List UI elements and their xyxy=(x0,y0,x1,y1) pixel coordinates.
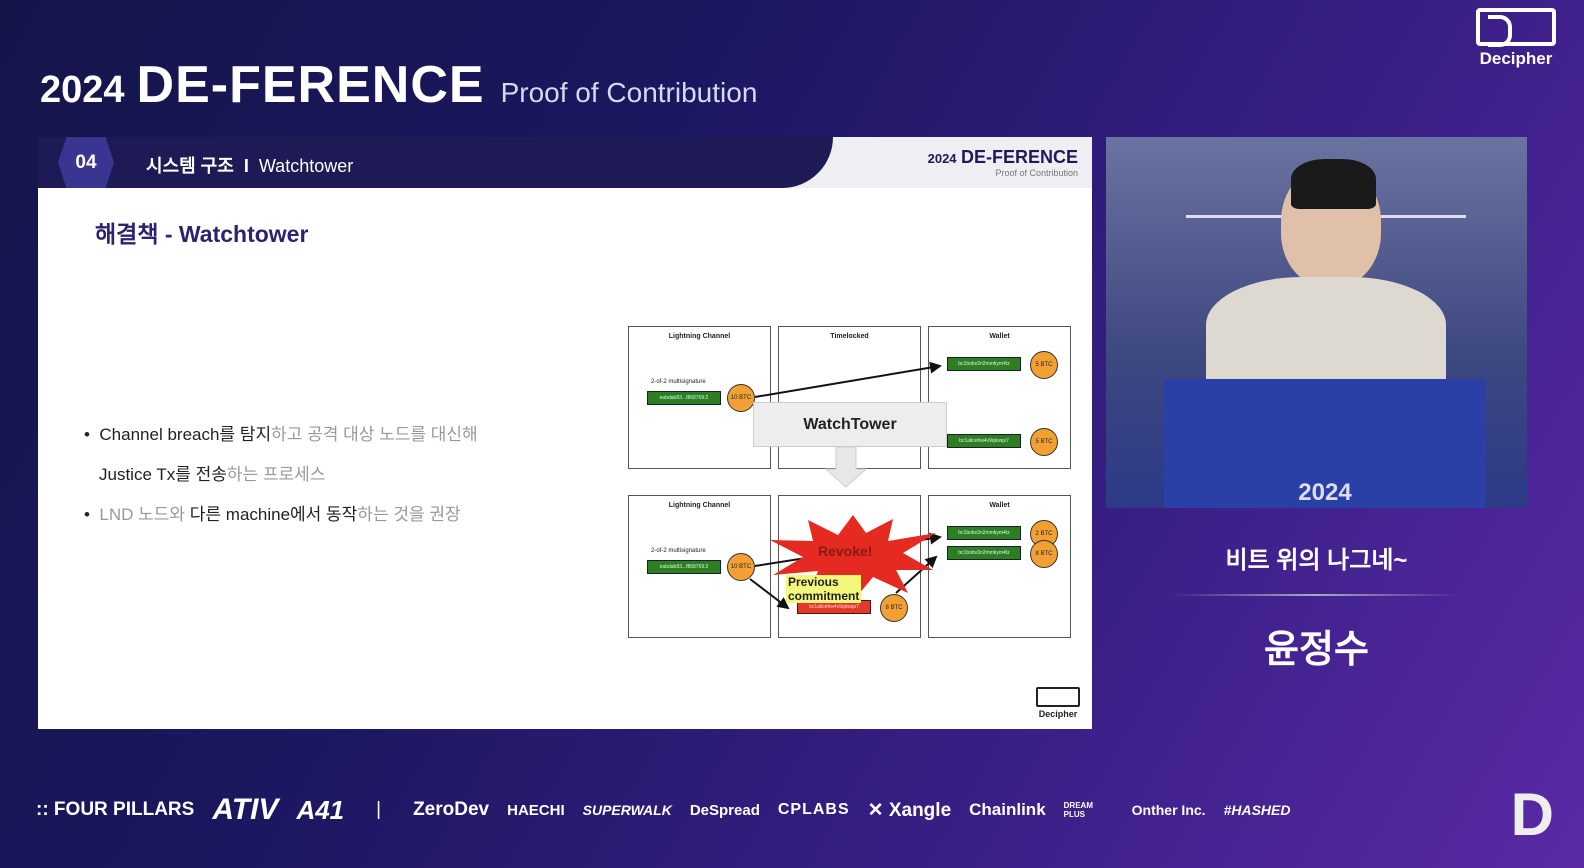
event-subtitle: Proof of Contribution xyxy=(500,77,758,108)
wallet-address: bc1bobv3n2mmkym4tz xyxy=(947,526,1021,540)
bullet-light: LND 노드와 xyxy=(99,505,190,524)
decipher-logo-icon xyxy=(1476,8,1556,47)
lightning-channel-panel: Lightning Channel 2-of-2 multisignature … xyxy=(628,495,771,638)
sponsor-logo: ATIV xyxy=(212,793,279,826)
podium: 2024 xyxy=(1164,379,1486,508)
header-logo-year: 2024 xyxy=(927,151,957,166)
de-corner-logo: D xyxy=(1510,781,1554,848)
btc-coin: 10 BTC xyxy=(727,553,755,581)
section-separator: I xyxy=(243,156,249,176)
wallet-address: bc1bobv3n2mmkym4tz xyxy=(947,357,1021,371)
btc-coin: 8 BTC xyxy=(880,594,908,622)
header-logo-subtitle: Proof of Contribution xyxy=(995,168,1078,178)
speaker-name: 윤정수 xyxy=(1264,629,1369,671)
revoke-starburst-icon xyxy=(770,515,936,595)
sponsor-logo: DREAM PLUS xyxy=(1063,801,1093,819)
slide-footer-logo: Decipher xyxy=(1036,687,1080,719)
speaker-hoodie xyxy=(1206,277,1446,397)
sponsor-logo: A41 xyxy=(296,794,345,825)
event-year: 2024 xyxy=(40,69,125,111)
panel-title: Wallet xyxy=(989,502,1010,509)
event-title: 2024 DE-FERENCE Proof of Contribution xyxy=(40,55,757,115)
channel-tx: eabdab83...f868769:2 xyxy=(647,391,721,405)
btc-coin: 10 BTC xyxy=(727,384,755,412)
slide-header-logo: 2024 DE-FERENCE Proof of Contribution xyxy=(928,147,1078,178)
decipher-logo-icon xyxy=(1036,687,1080,707)
sponsor-logo: CPLABS xyxy=(777,801,850,818)
divider xyxy=(1170,594,1460,596)
sponsor-logo: :: FOUR PILLARS xyxy=(36,799,195,820)
talk-title: 비트 위의 나그네~ xyxy=(1225,547,1408,574)
speaker-video: 2024 xyxy=(1106,137,1527,508)
revoke-label: Revoke! xyxy=(818,543,873,559)
btc-coin: 5 BTC xyxy=(1030,351,1058,379)
panel-title: Timelocked xyxy=(830,333,869,340)
presentation-slide: 04 시스템 구조 I Watchtower 2024 DE-FERENCE P… xyxy=(38,137,1092,729)
sponsor-logo: HAECHI xyxy=(507,801,565,819)
header-logo-name: DE-FERENCE xyxy=(960,147,1078,167)
sponsor-logo: Chainlink xyxy=(969,800,1046,819)
section-name: 시스템 구조 xyxy=(146,156,234,176)
sponsor-logo: SUPERWALK xyxy=(582,802,672,818)
btc-coin: 8 BTC xyxy=(1030,540,1058,568)
bullet-item: • LND 노드와 다른 machine에서 동작하는 것을 권장 xyxy=(84,505,461,524)
sponsor-logo: Onther Inc. xyxy=(1131,802,1206,818)
sponsor-bar: :: FOUR PILLARS ATIV A41 | ZeroDev HAECH… xyxy=(36,793,1290,827)
multisig-label: 2-of-2 multisignature xyxy=(651,379,706,385)
bullet-bold: Justice Tx를 전송 xyxy=(99,465,227,484)
panel-title: Wallet xyxy=(989,333,1010,340)
btc-coin: 5 BTC xyxy=(1030,428,1058,456)
slide-header: 04 시스템 구조 I Watchtower 2024 DE-FERENCE P… xyxy=(38,137,1092,188)
wallet-panel: Wallet bc1bobv3n2mmkym4tz 2 BTC bc1bobv3… xyxy=(928,495,1071,638)
bullet-item: • Channel breach를 탐지하고 공격 대상 노드를 대신해 xyxy=(84,425,478,444)
wallet-panel: Wallet bc1bobv3n2mmkym4tz 5 BTC bc1alice… xyxy=(928,326,1071,469)
channel-tx: eabdab83...f868769:2 xyxy=(647,560,721,574)
podium-text: 2024 xyxy=(1298,479,1352,506)
footer-logo-text: Decipher xyxy=(1038,709,1078,719)
lightning-channel-panel: Lightning Channel 2-of-2 multisignature … xyxy=(628,326,771,469)
section-topic: Watchtower xyxy=(258,156,354,176)
multisig-label: 2-of-2 multisignature xyxy=(651,548,706,554)
bullet-bold: 다른 machine에서 동작 xyxy=(189,505,358,524)
sponsor-logo: DeSpread xyxy=(689,801,760,819)
speaker-hair xyxy=(1291,159,1376,209)
slide-heading: 해결책 - Watchtower xyxy=(95,221,309,247)
sponsor-logo: #HASHED xyxy=(1223,802,1291,818)
panel-title: Lightning Channel xyxy=(668,333,731,340)
slide-header-band xyxy=(38,137,833,188)
bullet-light: 하는 프로세스 xyxy=(226,465,326,484)
bullet-light: 하고 공격 대상 노드를 대신해 xyxy=(271,425,478,444)
section-title: 시스템 구조 I Watchtower xyxy=(146,152,353,178)
bullet-light: 하는 것을 권장 xyxy=(357,505,461,524)
bullet-bold: Channel breach를 탐지 xyxy=(99,425,272,444)
watchtower-box: WatchTower xyxy=(753,402,947,447)
bullet-continuation: Justice Tx를 전송하는 프로세스 xyxy=(99,460,325,485)
sponsor-separator: | xyxy=(376,799,382,820)
decipher-logo-text: Decipher xyxy=(1479,49,1553,68)
section-number: 04 xyxy=(58,137,114,188)
panel-title: Lightning Channel xyxy=(668,502,731,509)
wallet-address: bc1alicehw4v9qkwqs7 xyxy=(947,434,1021,448)
event-name: DE-FERENCE xyxy=(136,56,485,114)
decipher-logo: Decipher xyxy=(1476,8,1556,69)
wallet-address: bc1bobv3n2mmkym4tz xyxy=(947,546,1021,560)
previous-commitment-label: Previous commitment xyxy=(786,575,862,603)
sponsor-logo: ZeroDev xyxy=(413,799,490,820)
sponsor-logo: ✕ Xangle xyxy=(867,799,952,821)
